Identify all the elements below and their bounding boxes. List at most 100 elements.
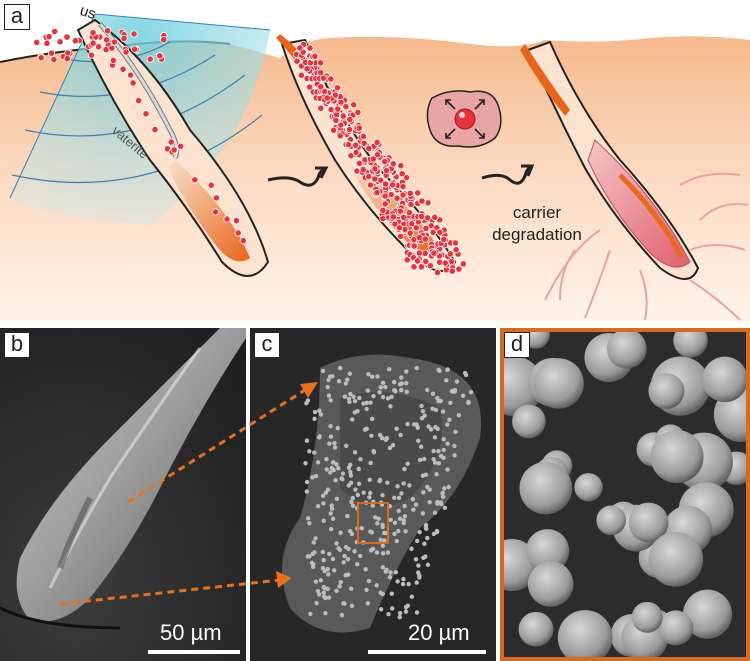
sem-particle — [413, 502, 419, 507]
particle — [430, 249, 438, 257]
sem-particle — [318, 412, 324, 417]
sem-sphere — [673, 328, 708, 358]
sem-particle — [321, 557, 326, 563]
sem-particle — [334, 462, 339, 467]
sem-particle — [327, 551, 332, 557]
pointer-arrows — [59, 382, 318, 606]
particle — [405, 209, 414, 217]
panel-a-schematic: a us vaterite carrier degradation — [0, 0, 750, 322]
sem-particle — [405, 603, 411, 608]
sem-particle — [404, 380, 409, 386]
sem-particle — [436, 448, 441, 454]
sem-particle — [425, 387, 430, 393]
particle — [160, 36, 168, 44]
sem-particle — [413, 557, 419, 562]
sem-particle — [368, 529, 373, 534]
particle — [104, 27, 112, 35]
sem-particle — [392, 531, 397, 537]
particle — [142, 110, 150, 118]
sem-particle — [397, 516, 403, 521]
panel-c-scale-bar — [368, 650, 486, 654]
sem-particle — [374, 550, 380, 555]
particle — [414, 189, 422, 197]
sem-particle — [380, 492, 385, 498]
step-arrow-2 — [481, 164, 535, 185]
sem-particle — [370, 503, 375, 508]
sem-particle — [392, 379, 397, 385]
sem-particle — [402, 503, 407, 509]
sem-particle — [364, 426, 369, 431]
particle — [63, 33, 71, 41]
sem-particle — [332, 440, 337, 446]
sem-particle — [338, 530, 343, 535]
sem-particle — [342, 553, 347, 559]
sem-particle — [312, 550, 317, 555]
sem-particle — [336, 466, 341, 471]
sem-particle — [356, 481, 362, 487]
particle — [333, 84, 342, 92]
particle — [347, 152, 355, 160]
sem-particle — [399, 491, 404, 496]
particle — [379, 215, 387, 223]
particle — [223, 215, 231, 223]
particle — [303, 65, 311, 73]
sem-particle — [323, 611, 328, 616]
sem-particle — [326, 377, 331, 383]
panel-b-sem-hair: b 50 µm — [0, 328, 246, 661]
sem-sphere — [631, 601, 663, 633]
particle — [436, 228, 444, 236]
sem-particle — [398, 432, 403, 438]
sem-particle — [307, 449, 312, 454]
particle — [43, 39, 51, 47]
carrier-degradation-label: carrier degradation — [492, 203, 582, 244]
sem-particle — [438, 500, 444, 505]
sem-particle — [415, 570, 421, 575]
sem-particle — [358, 457, 363, 462]
sem-particle — [340, 471, 346, 476]
particle — [371, 165, 379, 173]
particle — [311, 52, 319, 60]
sem-particle — [377, 390, 382, 395]
sem-particle — [405, 421, 410, 427]
sem-particle — [390, 443, 396, 448]
sem-particle — [387, 445, 393, 451]
sem-particle — [405, 461, 410, 466]
particle — [317, 83, 325, 91]
sem-particle — [369, 374, 375, 379]
particle — [342, 103, 350, 111]
particle — [327, 105, 335, 114]
particle — [373, 189, 381, 197]
sem-particle — [321, 501, 326, 506]
particle — [399, 183, 407, 191]
particle — [232, 217, 241, 225]
sem-particle — [444, 378, 449, 383]
sem-particle — [441, 437, 446, 442]
sem-particle — [344, 377, 350, 382]
particle — [359, 132, 368, 140]
particle — [418, 197, 426, 205]
sem-particle — [370, 546, 376, 552]
particle — [151, 126, 159, 134]
particle — [407, 200, 415, 209]
sem-sphere — [648, 373, 685, 410]
particle — [422, 224, 430, 232]
sem-particle — [387, 366, 392, 372]
sem-particle — [363, 567, 368, 572]
sem-particle — [447, 417, 452, 422]
particle — [354, 108, 362, 117]
sem-particle — [401, 576, 406, 582]
particle — [381, 180, 390, 188]
sem-particle — [383, 384, 388, 390]
sem-particle — [343, 573, 348, 578]
sem-sphere — [533, 358, 584, 409]
sem-particle — [396, 528, 401, 534]
sem-particle — [382, 538, 387, 543]
particle — [63, 55, 71, 63]
sem-particle — [303, 460, 308, 466]
sem-particle — [349, 603, 355, 608]
sem-sphere — [527, 561, 574, 607]
particle — [459, 260, 467, 268]
sem-particle — [315, 504, 321, 509]
sem-particle — [307, 554, 312, 559]
sem-particle — [452, 443, 457, 449]
